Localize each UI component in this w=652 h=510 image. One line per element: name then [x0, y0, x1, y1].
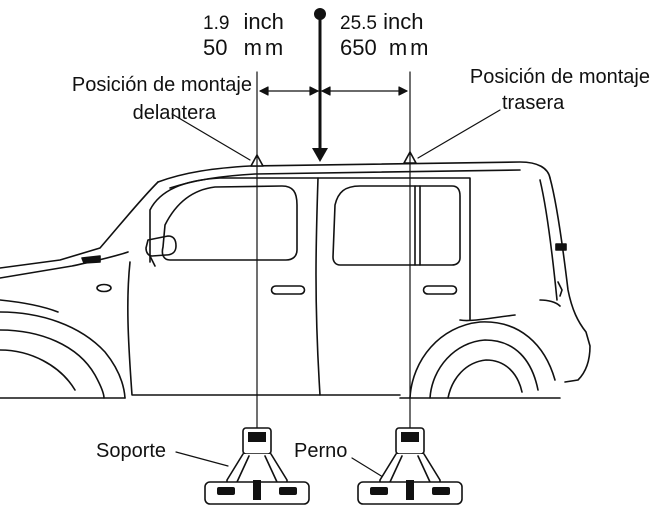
front-mount-label: Posición de montaje delantera: [42, 74, 252, 124]
bracket-label: Soporte: [96, 440, 167, 462]
rear-mount-leader: [417, 109, 501, 159]
front-inch-unit: inch: [243, 9, 284, 34]
rear-mm-value: 650: [340, 35, 377, 60]
rear-dimension-arrow: [321, 86, 408, 96]
front-mm-value: 50: [203, 35, 228, 60]
front-mount-label-line1: Posición de montaje: [71, 74, 252, 96]
rear-mm-unit: mm: [388, 35, 432, 60]
rear-mount-label: Posición de montaje trasera: [440, 66, 650, 114]
bracket-leader: [175, 451, 229, 467]
rear-window: [332, 185, 461, 266]
front-dimension-arrow: [259, 86, 319, 96]
front-dimension-label: 1.9 inch 50 mm: [203, 10, 286, 60]
car-side-outline: [0, 161, 591, 399]
front-window: [161, 185, 298, 261]
front-inch-value: 1.9: [203, 13, 230, 34]
rear-inch-value: 25.5: [340, 13, 377, 34]
front-mount-label-line2: delantera: [132, 102, 216, 124]
reference-arrow: [312, 8, 328, 162]
side-mirror: [145, 235, 177, 257]
mounting-bracket-front: [204, 427, 310, 505]
door-handle-rear: [422, 285, 458, 295]
rear-inch-unit: inch: [383, 9, 424, 34]
rear-mount-label-line2: trasera: [502, 92, 565, 114]
front-mount-leader: [171, 113, 251, 161]
bolt-label: Perno: [294, 440, 348, 462]
mounting-bracket-rear: [357, 427, 463, 505]
front-mm-unit: mm: [243, 35, 287, 60]
rear-dimension-label: 25.5 inch 650 mm: [340, 10, 432, 60]
rear-mount-label-line1: Posición de montaje: [469, 66, 650, 88]
door-handle-front: [270, 285, 306, 295]
